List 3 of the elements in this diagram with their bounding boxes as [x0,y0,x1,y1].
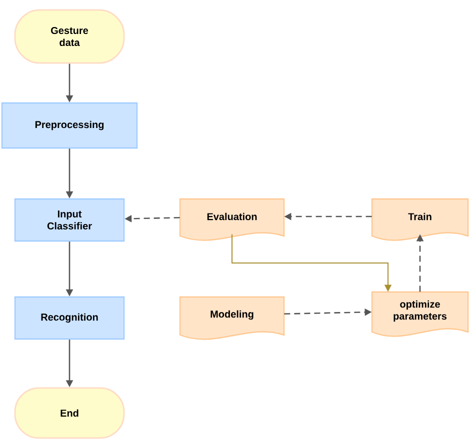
process-box: Input Classifier [14,198,125,242]
process-box: Recognition [14,296,125,340]
process-box: Preprocessing [1,102,138,149]
